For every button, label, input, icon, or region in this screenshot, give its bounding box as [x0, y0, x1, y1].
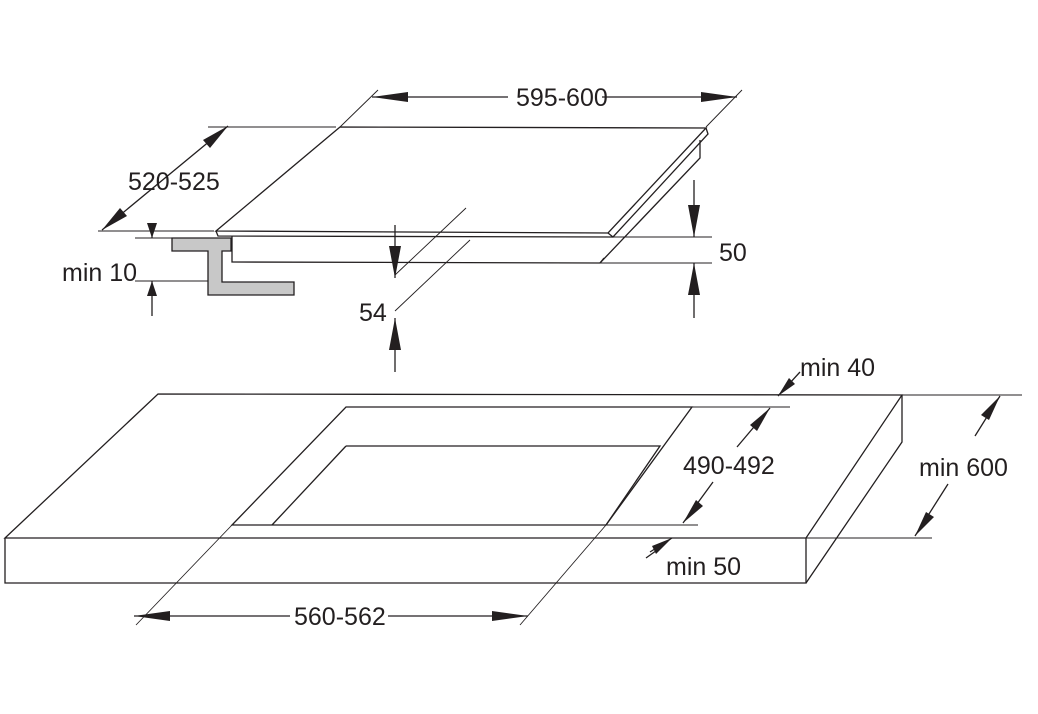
hob-depth-label: 520-525: [128, 168, 220, 196]
hob-height-label: 50: [719, 239, 747, 267]
min-back-label: min 40: [800, 354, 875, 382]
depth-54-dimension: [389, 207, 471, 372]
cutout-outer: [230, 406, 694, 526]
cutout-depth-label: 490-492: [683, 452, 775, 480]
hob-glass-edge: [607, 127, 709, 238]
worktop-drawing: [3, 393, 904, 584]
cutout-width-label: 560-562: [294, 603, 386, 631]
mounting-bracket: [171, 237, 295, 296]
cutout-inner: [346, 445, 662, 526]
worktop-side-face: [805, 395, 903, 584]
height-dimension: [600, 180, 712, 318]
cutout-depth-dimension: [606, 407, 771, 526]
hob-glass-front-edge: [215, 230, 614, 238]
min-front-label: min 50: [666, 553, 741, 581]
worktop-depth-label: min 600: [919, 454, 1008, 482]
cutout-width-dimension: [134, 524, 607, 626]
width-dimension: [339, 89, 743, 128]
cutout-inner-left: [271, 445, 347, 526]
min-clearance-top-label: min 10: [62, 259, 137, 287]
hob-glass-top: [214, 126, 708, 234]
depth-dimension: [98, 125, 336, 232]
hob-width-label: 595-600: [516, 84, 608, 112]
worktop-front-face: [4, 538, 807, 584]
worktop-depth-dimension: [806, 395, 1001, 539]
cutout-depth-under-label: 54: [359, 299, 387, 327]
hob-drawing: [214, 126, 709, 264]
min40-dimension: [692, 371, 1022, 408]
min50-dimension: [645, 537, 673, 559]
min10-dimension: [135, 223, 208, 316]
hob-body-bottom-edge: [599, 257, 605, 264]
